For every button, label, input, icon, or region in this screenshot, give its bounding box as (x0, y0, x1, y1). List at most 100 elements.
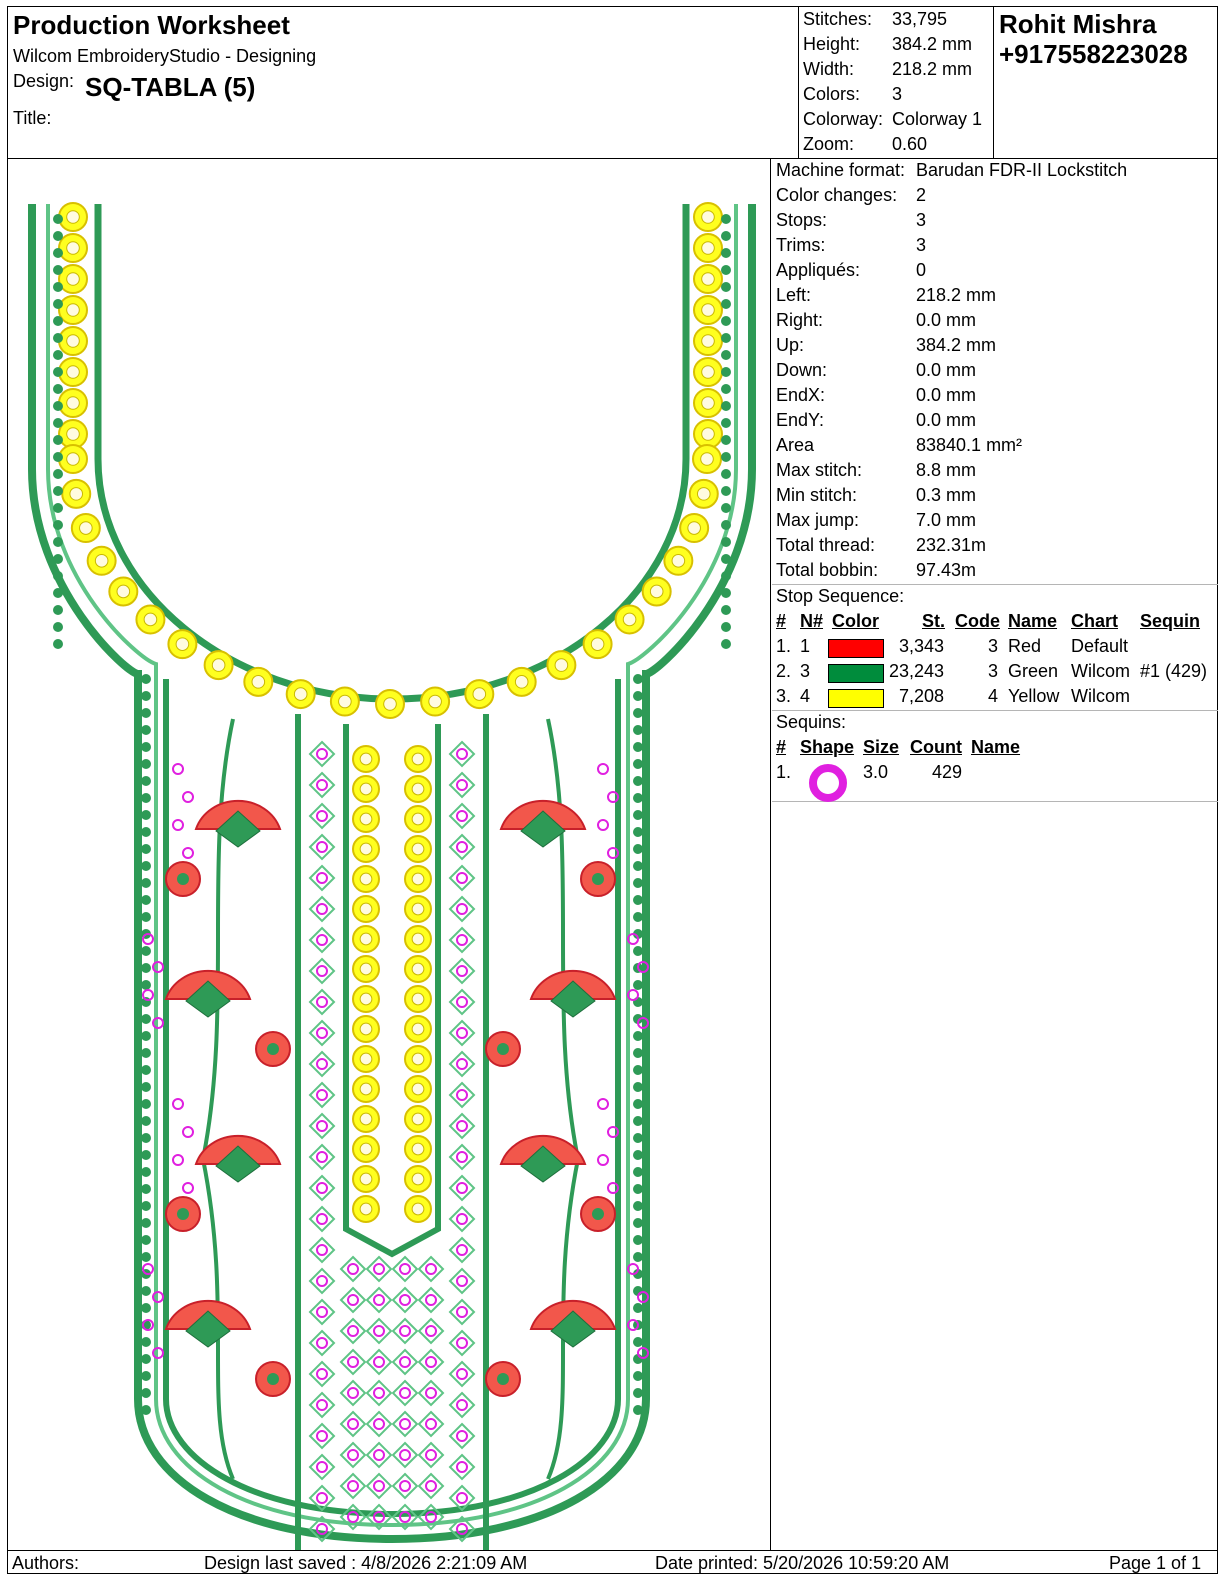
neckline-embroidery-image (28, 202, 756, 1550)
design-name: SQ-TABLA (5) (85, 72, 256, 102)
green-dot (721, 333, 731, 343)
green-dot (141, 1218, 151, 1228)
lattice-diamond (417, 1410, 445, 1438)
bead-center (411, 842, 425, 856)
purple-motif (316, 872, 328, 884)
info-row: Down:0.0 mm (776, 360, 977, 380)
purple-motif (316, 1058, 328, 1070)
flower-center (267, 1043, 279, 1055)
purple-bud (172, 763, 184, 775)
green-dot (633, 1133, 643, 1143)
purple-motif (347, 1325, 359, 1337)
purple-bud (627, 1319, 639, 1331)
green-dot (633, 793, 643, 803)
bead-center (411, 752, 425, 766)
purple-motif (316, 1213, 328, 1225)
purple-motif (316, 1523, 328, 1535)
lattice-diamond (308, 740, 336, 768)
green-dot (53, 231, 63, 241)
purple-motif (347, 1511, 359, 1523)
lattice-diamond (448, 864, 476, 892)
purple-motif (399, 1356, 411, 1368)
purple-motif (316, 1089, 328, 1101)
green-dot (721, 537, 731, 547)
flower-leaf (550, 1310, 596, 1348)
green-dot (721, 248, 731, 258)
purple-motif (425, 1263, 437, 1275)
sequins-title: Sequins: (776, 712, 847, 732)
lattice-diamond (308, 1298, 336, 1326)
bead-center (66, 210, 80, 224)
green-dot (141, 1082, 151, 1092)
bead-center (66, 452, 80, 466)
bead-center (359, 1142, 373, 1156)
lattice-diamond (339, 1317, 367, 1345)
bead-center (411, 932, 425, 946)
green-dot (633, 1082, 643, 1092)
lattice-diamond (339, 1379, 367, 1407)
lattice-diamond (448, 1329, 476, 1357)
green-dot (141, 963, 151, 973)
purple-motif (456, 1151, 468, 1163)
green-dot (721, 452, 731, 462)
lattice-diamond (365, 1255, 393, 1283)
stop-sequence-row: 3. 4 7,208 4 Yellow Wilcom (776, 686, 1130, 708)
bead-center (701, 210, 715, 224)
green-dot (633, 997, 643, 1007)
green-dot (53, 418, 63, 428)
yellow-bead-placket-row (352, 745, 432, 1223)
lattice-diamond (308, 1515, 336, 1543)
green-dot (721, 316, 731, 326)
lattice-diamond (448, 1422, 476, 1450)
green-dot (53, 486, 63, 496)
purple-motif (316, 1368, 328, 1380)
green-dot (633, 1252, 643, 1262)
bead-center (411, 1202, 425, 1216)
purple-motif (373, 1418, 385, 1430)
bead-center (359, 1052, 373, 1066)
info-row: EndX:0.0 mm (776, 385, 977, 405)
purple-motif (347, 1449, 359, 1461)
purple-motif (316, 1120, 328, 1132)
green-dot (633, 912, 643, 922)
green-dot (721, 367, 731, 377)
lattice-diamond (308, 1453, 336, 1481)
bead-center (472, 687, 487, 701)
green-dot (53, 367, 63, 377)
bead-center (359, 752, 373, 766)
lattice-diamond (308, 1143, 336, 1171)
lattice-diamond (308, 957, 336, 985)
purple-motif (316, 1244, 328, 1256)
bead-center (701, 365, 715, 379)
lattice-diamond (308, 1174, 336, 1202)
green-dot (141, 1337, 151, 1347)
green-dot (141, 912, 151, 922)
purple-motif (456, 1058, 468, 1070)
green-dot (633, 1201, 643, 1211)
lattice-diamond (391, 1472, 419, 1500)
green-dot (633, 1065, 643, 1075)
bead-center (622, 612, 637, 627)
purple-motif (456, 810, 468, 822)
purple-motif (399, 1449, 411, 1461)
flower-center (267, 1373, 279, 1385)
lattice-diamond (339, 1441, 367, 1469)
info-row: Total bobbin:97.43m (776, 560, 977, 580)
lattice-diamond (448, 1081, 476, 1109)
green-dot (633, 844, 643, 854)
bead-center (411, 962, 425, 976)
green-dot (53, 384, 63, 394)
green-dot (633, 1014, 643, 1024)
lattice-diamond (448, 802, 476, 830)
green-dot (633, 1167, 643, 1177)
purple-bud (152, 1347, 164, 1359)
lattice-diamond (391, 1255, 419, 1283)
green-dot (721, 435, 731, 445)
color-swatch-red (828, 639, 884, 658)
purple-bud (182, 1126, 194, 1138)
green-dot (633, 742, 643, 752)
worksheet-body: Machine format:Barudan FDR-II Lockstitch… (7, 159, 1218, 1550)
green-dot (721, 571, 731, 581)
green-dot (141, 1252, 151, 1262)
lattice-diamond (308, 1081, 336, 1109)
